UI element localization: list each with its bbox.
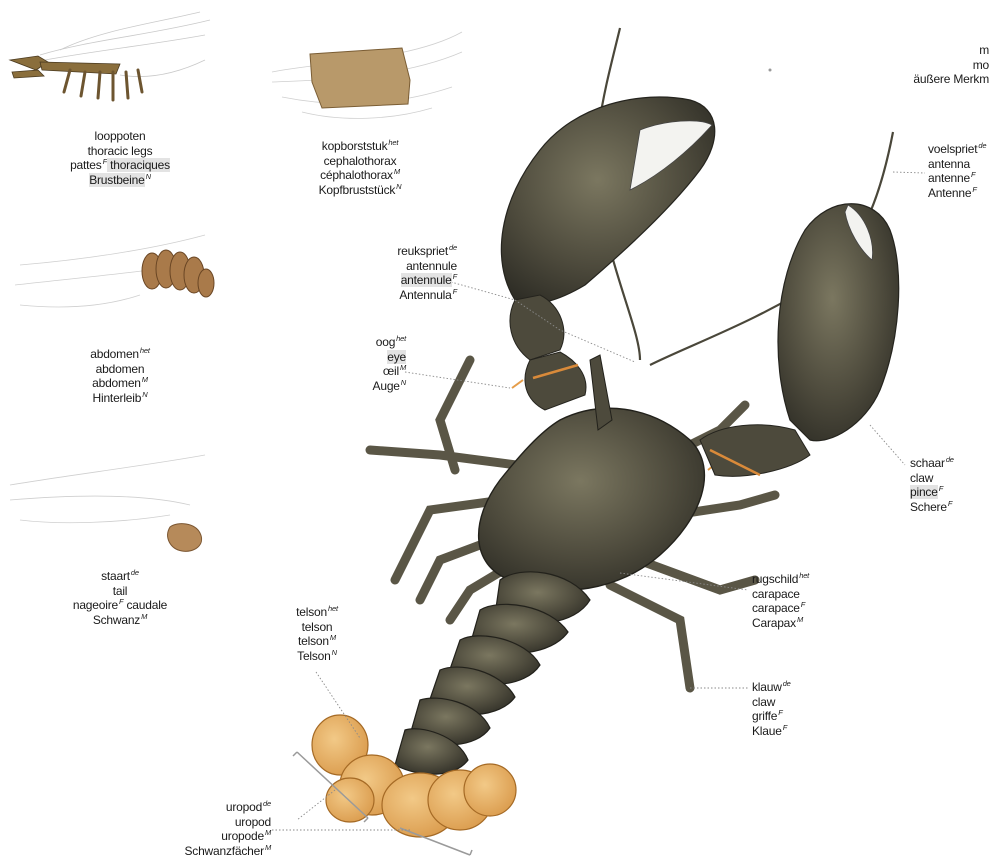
claw-big-right: [778, 204, 899, 441]
label-antenna: voelsprietde antenna antenneF AntenneF: [928, 142, 989, 200]
carapace-shape: [479, 408, 705, 590]
label-carapace: rugschildhet carapace carapaceF CarapaxM: [752, 572, 842, 630]
label-abdomen: abdomenhet abdomen abdomenM HinterleibN: [40, 347, 200, 405]
label-telson: telsonhet telson telsonM TelsonN: [275, 605, 359, 663]
cut-heading: m mo äußere Merkm: [880, 43, 989, 87]
label-tail: staartde tail nageoireF caudale SchwanzM: [30, 569, 210, 627]
label-thoracic-legs: looppoten thoracic legs pattesF thoraciq…: [40, 129, 200, 187]
label-uropod: uropodde uropod uropodeM SchwanzfächerM: [170, 800, 271, 858]
label-claw-big: schaarde claw pinceF SchereF: [910, 456, 985, 514]
uropod-right-outer: [464, 764, 516, 816]
label-claw-small: klauwde claw griffeF KlaueF: [752, 680, 832, 738]
label-cephalothorax: kopborststukhet cephalothorax céphalotho…: [290, 139, 430, 197]
label-eye: ooghet eye œilM AugeN: [340, 335, 406, 393]
label-antennule: reuksprietde antennule antennuleF Antenn…: [362, 244, 457, 302]
